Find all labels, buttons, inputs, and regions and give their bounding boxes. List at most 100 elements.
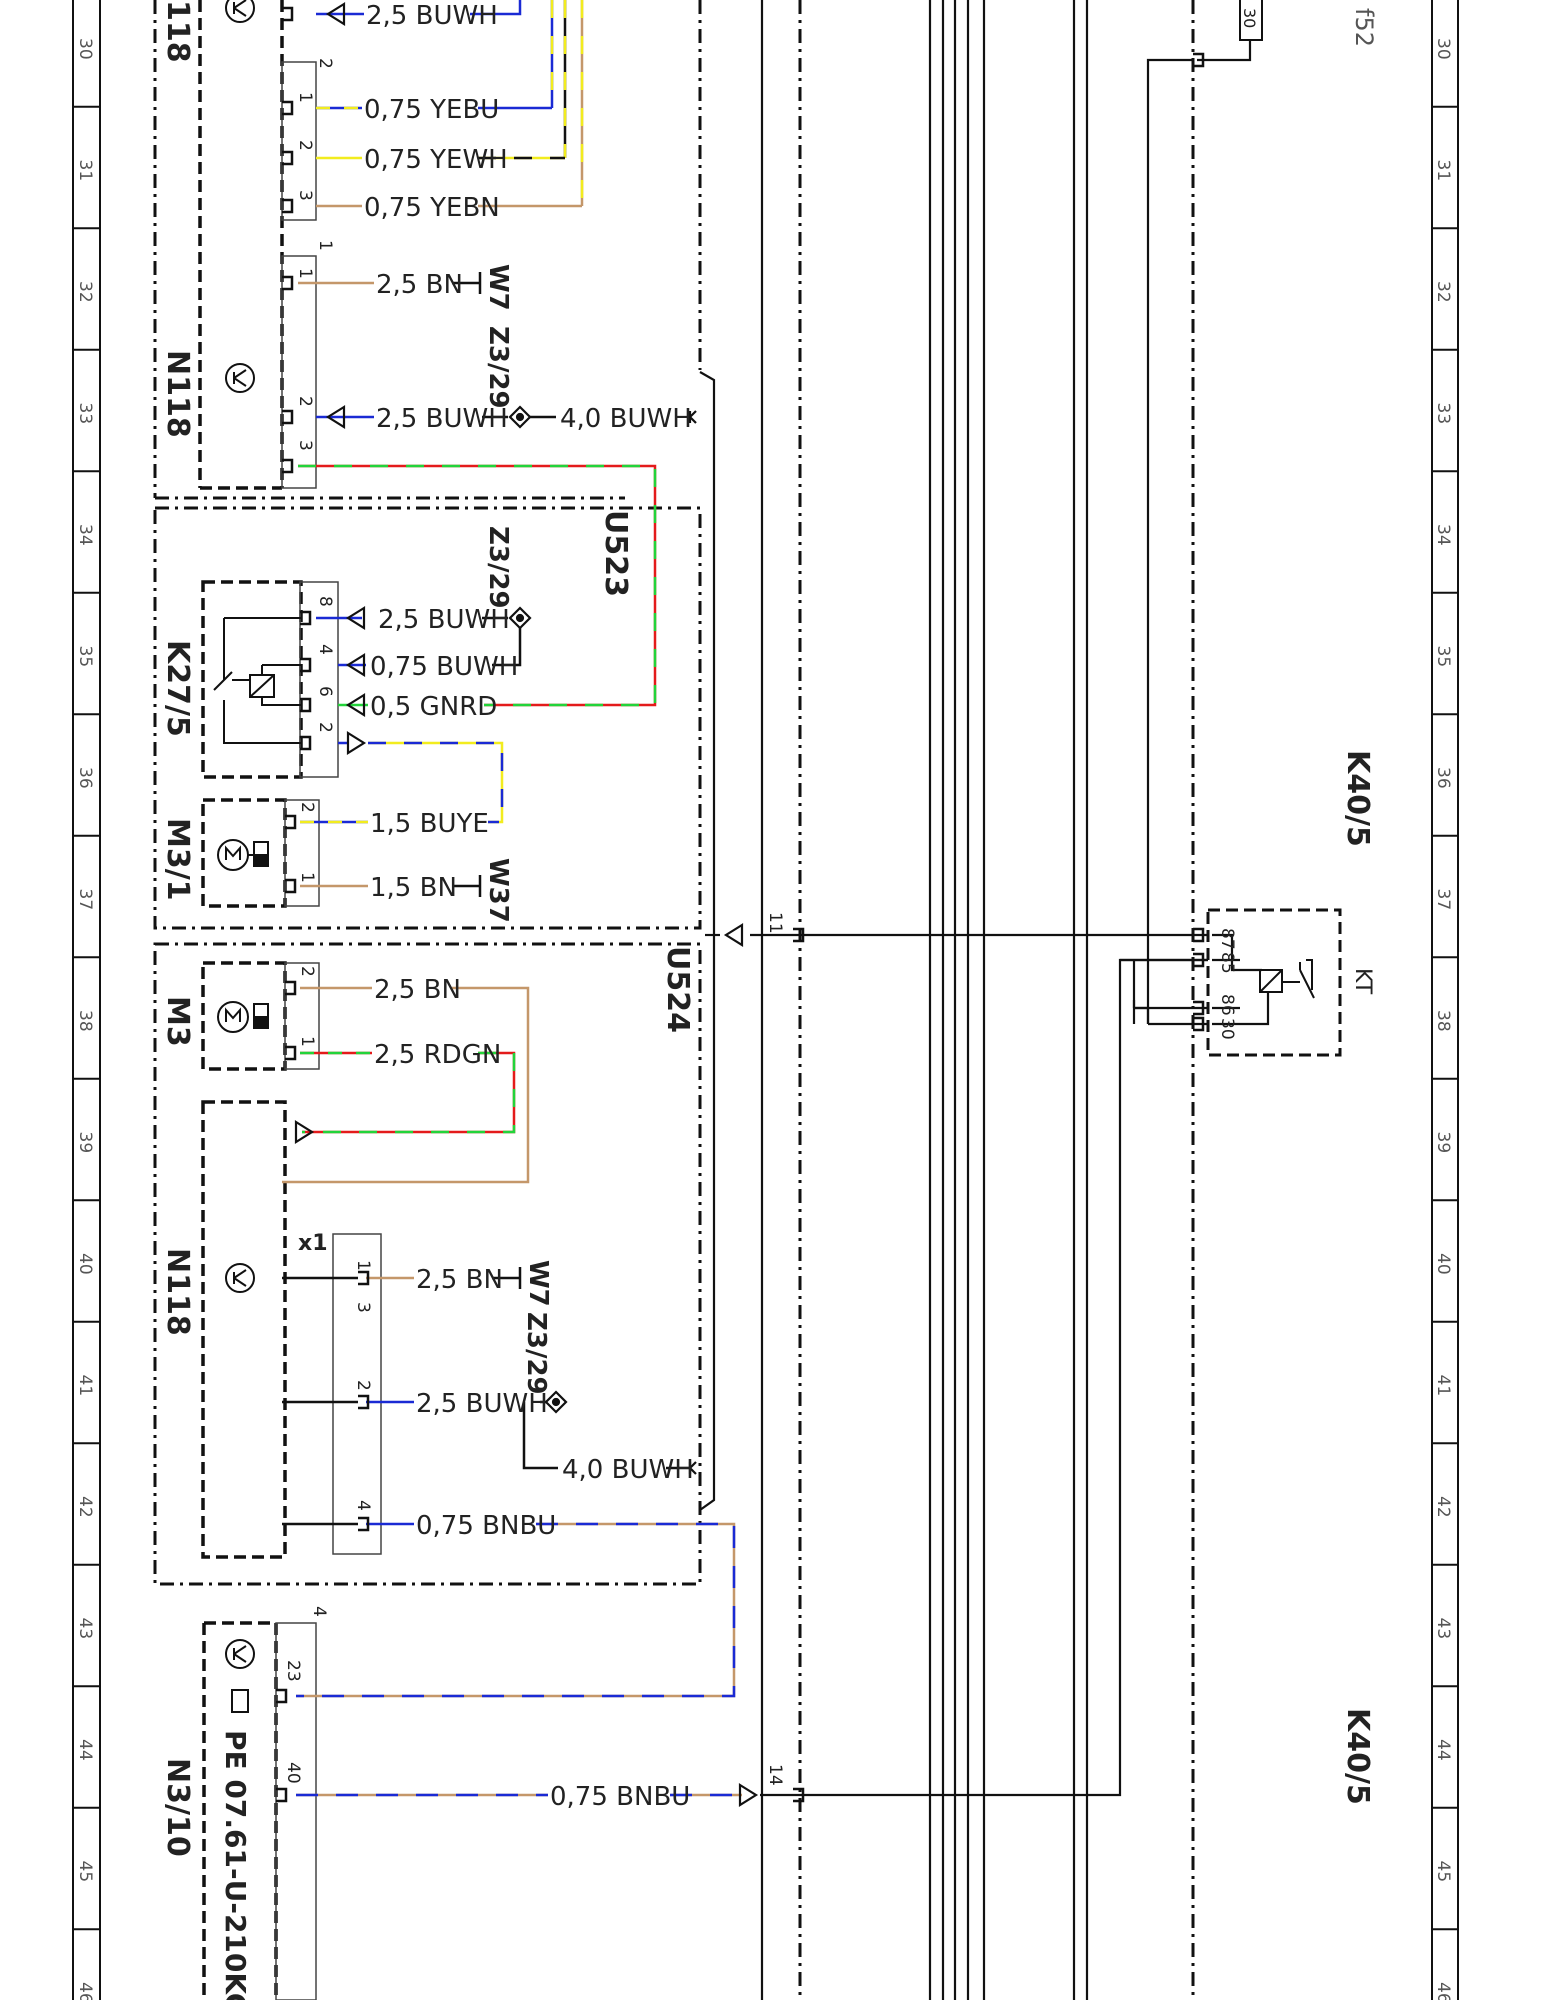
component-boundaries (153, 0, 702, 1586)
row-number-right: 41 (1433, 1375, 1453, 1397)
pin-tick (285, 980, 297, 996)
pin-n118-3a: 3 (295, 190, 315, 201)
wire-label-bnbu-44: 0,75 BNBU (550, 1782, 690, 1812)
pin-tick (358, 1270, 370, 1286)
row-number-right: 30 (1433, 38, 1453, 60)
wire-label-buwh-42: 4,0 BUWH (562, 1455, 694, 1485)
wire-bundle-top (470, 0, 584, 208)
row-number-left: 35 (75, 646, 95, 668)
row-number-left: 34 (75, 524, 95, 546)
pin-kt-86: 86 (1217, 994, 1237, 1016)
plug-symbols (294, 2, 759, 1807)
pin-n118-2b: 2 (295, 396, 315, 407)
fuse-symbol (1239, 0, 1263, 41)
row-number-right: 43 (1433, 1618, 1453, 1640)
row-number-right: 46 (1433, 1982, 1453, 2000)
pin-m31-2: 2 (297, 802, 317, 813)
wire-label-bn-32: 2,5 BN (376, 270, 463, 300)
pin-n310-23: 23 (283, 1660, 303, 1682)
pin-k27-8: 8 (315, 596, 335, 607)
ruler-ticks (73, 105, 1458, 1931)
row-number-right: 45 (1433, 1861, 1453, 1883)
pin-tick (285, 1045, 297, 1061)
wire-label-yebu: 0,75 YEBU (364, 95, 499, 125)
row-number-right: 32 (1433, 281, 1453, 303)
pin-tick (276, 1787, 288, 1803)
row-number-right: 37 (1433, 889, 1453, 911)
pin-tick (282, 150, 294, 166)
row-number-left: 32 (75, 281, 95, 303)
wire-label-bn-40: 2,5 BN (416, 1265, 503, 1295)
pin-tick (300, 735, 312, 751)
splice-diamonds (508, 405, 568, 1414)
pin-kt-30: 30 (1217, 1018, 1237, 1040)
kt-relay-symbol (1206, 908, 1342, 1057)
pin-tick (358, 1516, 370, 1532)
pin-x1-3: 3 (353, 1302, 373, 1313)
row-number-left: 31 (75, 160, 95, 182)
wire-labels: 2,5 BUWH 0,75 YEBU 0,75 YEWH 0,75 YEBN 2… (364, 1, 694, 1812)
pin-tick (1193, 1016, 1205, 1032)
pin-conn-11: 11 (765, 912, 785, 934)
pin-tick (793, 927, 805, 943)
label-x1: x1 (298, 1231, 328, 1256)
pin-tick (282, 275, 294, 291)
row-number-left: 46 (75, 1982, 95, 2000)
label-m3: M3 (160, 996, 195, 1047)
pin-tick (300, 610, 312, 626)
row-number-right: 39 (1433, 1132, 1453, 1154)
wire-label-buwh-top: 2,5 BUWH (366, 1, 498, 31)
pin-tick (276, 1688, 288, 1704)
row-number-left: 39 (75, 1132, 95, 1154)
pin-tick (282, 6, 294, 22)
pin-n310-40: 40 (283, 1762, 303, 1784)
label-z3-29-c: Z3/29 (521, 1312, 551, 1395)
ground-symbols (478, 272, 522, 1289)
right-ruler (1431, 0, 1459, 2000)
label-n118-top-partial: 118 (160, 0, 195, 63)
pin-n118-2: 2 (315, 58, 335, 69)
pin-k27-4: 4 (315, 644, 335, 655)
label-n3-10: N3/10 (160, 1758, 195, 1857)
wire-label-bn-38: 2,5 BN (374, 975, 461, 1005)
pin-tick (282, 409, 294, 425)
wire-label-gnrd: 0,5 GNRD (370, 692, 497, 722)
label-w7-a: W7 (483, 264, 513, 311)
row-number-left: 41 (75, 1375, 95, 1397)
label-k40-5-a: K40/5 (1340, 750, 1375, 847)
bus-lines (760, 0, 1089, 2000)
pin-n118-1: 1 (315, 240, 335, 251)
wire-label-buwh-35b: 0,75 BUWH (370, 652, 518, 682)
black-connections (699, 40, 1270, 1797)
label-m3-1: M3/1 (160, 818, 195, 901)
row-number-left: 45 (75, 1861, 95, 1883)
label-f52: f52 (1350, 8, 1378, 47)
wire-label-buwh-41: 2,5 BUWH (416, 1389, 548, 1419)
pin-tick (1193, 52, 1205, 68)
pin-tick (358, 1394, 370, 1410)
row-number-right: 33 (1433, 403, 1453, 425)
k27-5-relay-symbol (213, 617, 302, 744)
wire-label-buwh-33b: 4,0 BUWH (560, 404, 692, 434)
pin-tick (285, 878, 297, 894)
module-symbols (225, 0, 255, 1713)
pin-m31-1: 1 (297, 872, 317, 883)
label-u524: U524 (660, 946, 695, 1033)
pin-x1-4: 4 (353, 1500, 373, 1511)
label-u523: U523 (598, 510, 633, 597)
pin-conn-14: 14 (765, 1764, 785, 1786)
label-n118-upper: N118 (160, 350, 195, 438)
label-pe-ref: PE 07.61-U-210KC (219, 1730, 252, 2000)
row-number-left: 30 (75, 38, 95, 60)
label-w7-b: W7 (523, 1260, 553, 1307)
row-number-left: 44 (75, 1739, 95, 1761)
pin-kt-85: 85 (1217, 952, 1237, 974)
pin-ticks (276, 6, 1205, 1803)
wire-label-bn-37: 1,5 BN (370, 873, 457, 903)
pin-m3-1: 1 (297, 1036, 317, 1047)
pin-n118-1b: 1 (295, 268, 315, 279)
row-number-left: 37 (75, 889, 95, 911)
pin-m3-2: 2 (297, 966, 317, 977)
pin-tick (285, 814, 297, 830)
